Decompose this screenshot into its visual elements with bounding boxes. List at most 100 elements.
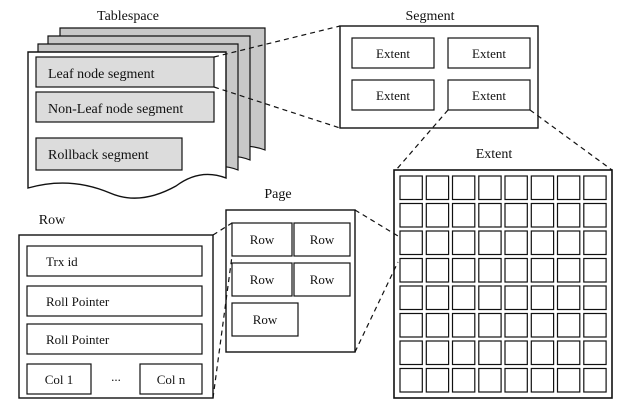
- extent-page-cell: [583, 285, 607, 311]
- page-row-box-3: [231, 262, 293, 297]
- roll-pointer-field-box-2: [26, 323, 203, 355]
- extent-page-cell: [504, 340, 528, 366]
- page-row-box-1: [231, 222, 293, 257]
- extent-page-cell: [451, 202, 476, 228]
- extent-page-cell: [425, 340, 450, 366]
- extent-page-cell: [478, 202, 502, 228]
- extent-page-cell: [583, 340, 607, 366]
- extent-page-cell: [425, 285, 450, 311]
- segment-group: Segment Extent Extent Extent Extent: [339, 9, 539, 129]
- extent-page-cell: [583, 312, 607, 338]
- page-row-label-2: Row: [310, 232, 335, 247]
- extent-page-cell: [451, 257, 476, 283]
- segment-extent-label-3: Extent: [376, 88, 410, 103]
- extent-page-cell: [504, 175, 528, 201]
- connector-row-page-bottom: [212, 255, 233, 399]
- extent-group: Extent: [393, 147, 613, 399]
- segment-extent-box-2: [447, 37, 531, 69]
- extent-page-cell: [530, 285, 555, 311]
- extent-page-cell: [556, 340, 581, 366]
- connector-segment-extent-right: [529, 109, 613, 171]
- extent-page-cell: [583, 175, 607, 201]
- connector-page-extent-top: [354, 209, 399, 237]
- page-group: Page Row Row Row Row Row: [225, 187, 356, 353]
- extent-page-cell: [583, 367, 607, 393]
- page-row-label-1: Row: [250, 232, 275, 247]
- extent-page-cell: [451, 367, 476, 393]
- connector-row-page-top: [212, 222, 233, 236]
- extent-page-cell: [478, 312, 502, 338]
- extent-page-cell: [530, 312, 555, 338]
- non-leaf-node-segment-box: [35, 91, 215, 123]
- extent-page-cell: [504, 202, 528, 228]
- extent-page-cell: [504, 367, 528, 393]
- extent-page-cell: [478, 367, 502, 393]
- extent-page-cell: [504, 312, 528, 338]
- page-row-box-2: [293, 222, 351, 257]
- segment-extent-box-1: [351, 37, 435, 69]
- extent-page-cell: [399, 312, 423, 338]
- extent-page-cell: [425, 202, 450, 228]
- extent-page-cell: [556, 367, 581, 393]
- extent-page-cell: [583, 230, 607, 256]
- extent-page-cell: [478, 257, 502, 283]
- extent-page-cell: [530, 367, 555, 393]
- extent-title: Extent: [476, 147, 513, 162]
- connector-page-extent-bottom: [354, 261, 399, 353]
- extent-page-cell: [530, 340, 555, 366]
- page-row-box-5: [231, 302, 299, 337]
- segment-extent-box-3: [351, 79, 435, 111]
- page-row-label-5: Row: [253, 312, 278, 327]
- connector-segment-extent-left: [395, 109, 449, 171]
- connector-tablespace-segment-bottom: [213, 86, 341, 129]
- extent-page-cell: [530, 175, 555, 201]
- tablespace-title: Tablespace: [97, 9, 159, 24]
- roll-pointer-field-box-1: [26, 285, 203, 317]
- extent-page-cell: [425, 257, 450, 283]
- extent-page-cell: [478, 340, 502, 366]
- page-row-label-4: Row: [310, 272, 335, 287]
- extent-page-cell: [504, 285, 528, 311]
- extent-page-cell: [478, 285, 502, 311]
- extent-page-cell: [425, 312, 450, 338]
- extent-page-cell: [425, 175, 450, 201]
- extent-page-cell: [425, 367, 450, 393]
- leaf-node-segment-label: Leaf node segment: [48, 67, 155, 82]
- row-group: Row Trx id Roll Pointer Roll Pointer Col…: [18, 213, 214, 399]
- extent-page-cell: [504, 257, 528, 283]
- page-row-box-4: [293, 262, 351, 297]
- extent-page-cell: [478, 175, 502, 201]
- extent-page-cell: [399, 202, 423, 228]
- segment-extent-label-1: Extent: [376, 46, 410, 61]
- extent-page-grid: [399, 175, 607, 393]
- extent-page-cell: [583, 202, 607, 228]
- trx-id-field-label: Trx id: [46, 254, 78, 269]
- rollback-segment-label: Rollback segment: [48, 148, 149, 163]
- non-leaf-node-segment-label: Non-Leaf node segment: [48, 102, 183, 117]
- col-n-label: Col n: [157, 372, 186, 387]
- extent-page-cell: [399, 175, 423, 201]
- segment-extent-box-4: [447, 79, 531, 111]
- tablespace-group: Tablespace Leaf node segment Non-Leaf no…: [27, 9, 266, 199]
- extent-page-cell: [556, 312, 581, 338]
- col-n-box: [139, 363, 203, 395]
- extent-page-cell: [583, 257, 607, 283]
- extent-page-cell: [451, 312, 476, 338]
- extent-page-cell: [451, 230, 476, 256]
- extent-page-cell: [451, 285, 476, 311]
- connector-tablespace-segment-top: [213, 25, 341, 58]
- extent-page-cell: [399, 367, 423, 393]
- extent-page-cell: [530, 230, 555, 256]
- roll-pointer-field-label-1: Roll Pointer: [46, 294, 110, 309]
- extent-page-cell: [530, 257, 555, 283]
- extent-page-cell: [556, 175, 581, 201]
- leaf-node-segment-box: [35, 56, 215, 88]
- extent-page-cell: [556, 230, 581, 256]
- extent-page-cell: [504, 230, 528, 256]
- extent-page-cell: [399, 230, 423, 256]
- col-1-box: [26, 363, 92, 395]
- column-ellipsis: ...: [111, 369, 121, 384]
- trx-id-field-box: [26, 245, 203, 277]
- rollback-segment-box: [35, 137, 183, 171]
